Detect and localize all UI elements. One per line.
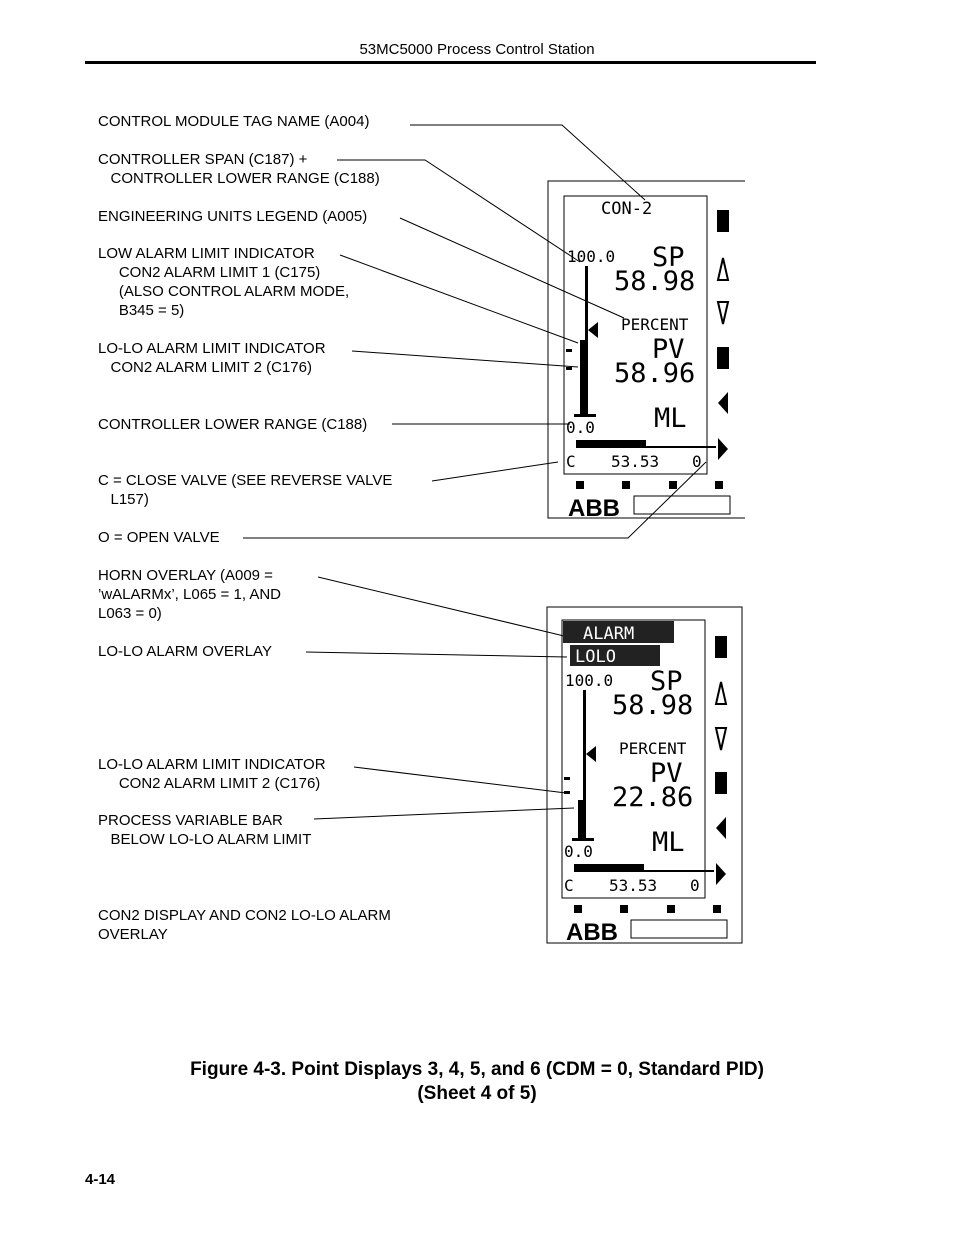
display-1-mode: ML bbox=[654, 403, 687, 434]
label-tag-name: CONTROL MODULE TAG NAME (A004) bbox=[98, 113, 370, 130]
display-2-sp-value: 58.98 bbox=[612, 690, 693, 721]
display-2-label-slot bbox=[630, 919, 728, 939]
label-close-valve: C = CLOSE VALVE (SEE REVERSE VALVE L157) bbox=[98, 472, 393, 508]
display-1-close: C bbox=[566, 452, 576, 471]
label-pv-bar: PROCESS VARIABLE BAR BELOW LO-LO ALARM L… bbox=[98, 812, 312, 848]
display-2-frame bbox=[546, 606, 743, 944]
display-2-close: C bbox=[564, 876, 574, 895]
display-2-sp-label: SP bbox=[650, 666, 683, 697]
display-1-frame bbox=[547, 180, 745, 519]
header-rule bbox=[85, 61, 816, 64]
display-1-bar-graph bbox=[566, 266, 716, 448]
label-engineering-units: ENGINEERING UNITS LEGEND (A005) bbox=[98, 208, 368, 225]
display-1-lower: 0.0 bbox=[566, 418, 595, 437]
display-2-pv-value: 22.86 bbox=[612, 782, 693, 813]
display-2-lolo: LOLO bbox=[575, 647, 616, 667]
display-1-open: 0 bbox=[692, 452, 702, 471]
label-lower-range: CONTROLLER LOWER RANGE (C188) bbox=[98, 416, 368, 433]
display-1-pv-value: 58.96 bbox=[614, 358, 695, 389]
label-low-alarm-limit: LOW ALARM LIMIT INDICATOR CON2 ALARM LIM… bbox=[98, 245, 350, 319]
label-lolo-alarm-limit: LO-LO ALARM LIMIT INDICATOR CON2 ALARM L… bbox=[98, 340, 326, 376]
page-number: 4-14 bbox=[85, 1171, 116, 1188]
label-con2-display: CON2 DISPLAY AND CON2 LO-LO ALARM OVERLA… bbox=[98, 907, 391, 943]
label-horn-overlay: HORN OVERLAY (A009 = ’wALARMx’, L065 = 1… bbox=[98, 567, 281, 622]
display-2-open: 0 bbox=[690, 876, 700, 895]
display-2-span: 100.0 bbox=[565, 671, 613, 690]
display-2-side-keys bbox=[574, 636, 728, 913]
display-1-side-keys bbox=[576, 210, 730, 489]
display-2-output: 53.53 bbox=[609, 876, 657, 895]
label-lolo-overlay: LO-LO ALARM OVERLAY bbox=[98, 643, 272, 660]
figure-caption-line-2: (Sheet 4 of 5) bbox=[417, 1083, 537, 1104]
display-2-horn-block bbox=[563, 621, 674, 643]
display-2-units: PERCENT bbox=[619, 739, 687, 758]
display-2-horn: ALARM bbox=[583, 624, 634, 644]
display-2-bar-graph bbox=[564, 690, 714, 872]
display-2: ALARM LOLO 100.0 SP 58.98 PERCENT PV 22.… bbox=[546, 606, 743, 946]
display-2-screen bbox=[561, 619, 706, 899]
display-1-units: PERCENT bbox=[621, 315, 689, 334]
display-1-tag: CON-2 bbox=[601, 199, 652, 219]
leader-lines bbox=[243, 124, 707, 820]
display-2-pv-label: PV bbox=[650, 758, 683, 789]
display-2-lower: 0.0 bbox=[564, 842, 593, 861]
display-2-mode: ML bbox=[652, 827, 685, 858]
display-1-abb-logo: ABB bbox=[568, 495, 620, 522]
display-2-lolo-block bbox=[570, 645, 660, 666]
display-1-screen bbox=[563, 195, 708, 475]
label-controller-span: CONTROLLER SPAN (C187) + CONTROLLER LOWE… bbox=[98, 151, 380, 187]
display-1: CON-2 100.0 SP 58.98 PERCENT PV 58.96 ML… bbox=[547, 180, 745, 522]
figure-caption-line-1: Figure 4-3. Point Displays 3, 4, 5, and … bbox=[190, 1059, 764, 1080]
label-open-valve: O = OPEN VALVE bbox=[98, 529, 220, 546]
display-1-sp-value: 58.98 bbox=[614, 266, 695, 297]
display-1-sp-label: SP bbox=[652, 242, 685, 273]
figure-caption: Figure 4-3. Point Displays 3, 4, 5, and … bbox=[0, 1058, 954, 1106]
display-1-span: 100.0 bbox=[567, 247, 615, 266]
display-1-pv-label: PV bbox=[652, 334, 685, 365]
display-1-label-slot bbox=[633, 495, 731, 515]
display-2-abb-logo: ABB bbox=[566, 919, 618, 946]
label-lolo-alarm-limit-2: LO-LO ALARM LIMIT INDICATOR CON2 ALARM L… bbox=[98, 756, 326, 792]
display-1-output: 53.53 bbox=[611, 452, 659, 471]
page-header-title: 53MC5000 Process Control Station bbox=[359, 41, 595, 58]
